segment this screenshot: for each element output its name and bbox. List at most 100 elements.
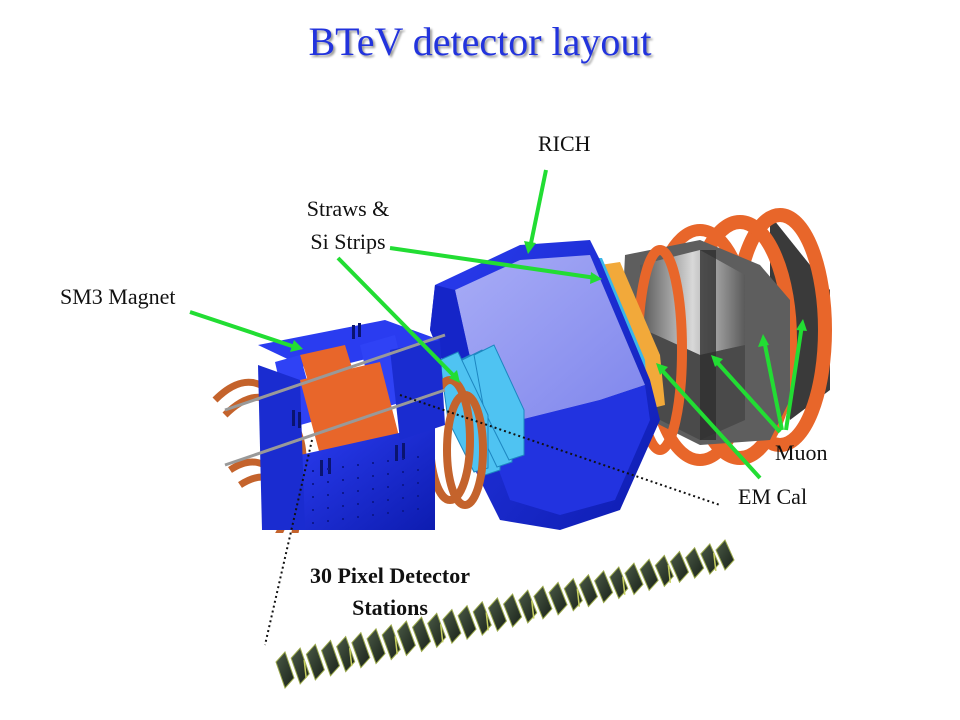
- magnet-grid-dot: [402, 471, 404, 473]
- pixel-station: [609, 566, 629, 600]
- pixel-station: [457, 604, 477, 641]
- magnet-grid-dot: [327, 481, 329, 483]
- magnet-grid-dot: [357, 464, 359, 466]
- magnet-grid-dot: [312, 509, 314, 511]
- pixel-detector-stations: [275, 539, 735, 689]
- label-sm3-magnet: SM3 Magnet: [60, 284, 176, 309]
- magnet-grid-dot: [327, 468, 329, 470]
- magnet-grid-dot: [312, 470, 314, 472]
- magnet-grid-dot: [327, 507, 329, 509]
- pixel-station: [563, 577, 583, 612]
- pixel-station-highlight: [713, 552, 717, 572]
- pixel-station: [654, 554, 674, 588]
- pixel-station-highlight: [348, 648, 353, 667]
- pixel-station: [669, 550, 690, 584]
- arrow-em-cal: [656, 363, 762, 480]
- magnet-grid-dot: [417, 495, 419, 497]
- magnet-grid-dot: [387, 486, 389, 488]
- pixel-station: [639, 558, 659, 592]
- pixel-station: [503, 593, 523, 628]
- magnet-grid-dot: [342, 518, 344, 520]
- magnet-grid-dot: [312, 522, 314, 524]
- pixel-station: [700, 542, 720, 575]
- label-pixel-line1: 30 Pixel Detector: [309, 563, 471, 588]
- magnet-grid-dot: [402, 458, 404, 460]
- label-em-cal: EM Cal: [738, 484, 808, 509]
- magnet-grid-dot: [372, 462, 374, 464]
- magnet-grid-dot: [387, 512, 389, 514]
- pixel-station-highlight: [485, 612, 489, 631]
- pixel-station-highlight: [303, 659, 307, 679]
- pixel-station: [442, 608, 462, 645]
- magnet-grid-dot: [327, 494, 329, 496]
- magnet-grid-dot: [387, 473, 389, 475]
- pointer-arrows: [189, 169, 807, 480]
- pixel-station: [594, 569, 614, 604]
- page-title: BTeV detector layout: [308, 19, 652, 64]
- pixel-station-highlight: [394, 636, 398, 655]
- pixel-station: [715, 539, 735, 571]
- magnet-grid-dot: [372, 501, 374, 503]
- pixel-station: [411, 616, 432, 653]
- magnet-grid-dot: [402, 497, 404, 499]
- pixel-station: [366, 627, 386, 665]
- magnet-grid-dot: [417, 469, 419, 471]
- pixel-station: [548, 581, 568, 616]
- magnet-grid-dot: [357, 490, 359, 492]
- magnet-grid-dot: [342, 479, 344, 481]
- sm3-magnet: [212, 320, 487, 557]
- magnet-grid-dot: [357, 516, 359, 518]
- pixel-station: [472, 600, 492, 637]
- pixel-station-highlight: [439, 624, 444, 643]
- arrow-straws: [336, 246, 602, 383]
- magnet-grid-dot: [342, 466, 344, 468]
- pixel-station: [320, 639, 341, 677]
- label-straws-line1: Straws &: [306, 196, 390, 221]
- arrow-sm3-magnet: [189, 310, 303, 352]
- pixel-station: [396, 620, 416, 657]
- pixel-station: [305, 643, 325, 681]
- pixel-station: [336, 635, 356, 673]
- magnet-grid-dot: [312, 496, 314, 498]
- magnet-grid-dot: [372, 475, 374, 477]
- magnet-grid-dot: [387, 499, 389, 501]
- pixel-station: [275, 651, 295, 689]
- magnet-grid-dot: [417, 508, 419, 510]
- pixel-station: [290, 647, 310, 685]
- magnet-grid-dot: [312, 483, 314, 485]
- magnet-grid-dot: [372, 488, 374, 490]
- pixel-station: [533, 585, 553, 620]
- pixel-station-highlight: [531, 600, 535, 619]
- pixel-station-highlight: [576, 588, 581, 607]
- label-pixel-line2: Stations: [352, 595, 428, 620]
- magnet-grid-dot: [387, 460, 389, 462]
- pixel-station-highlight: [622, 576, 626, 595]
- pixel-station: [624, 562, 644, 596]
- label-rich: RICH: [538, 131, 591, 156]
- pixel-station: [518, 589, 538, 624]
- magnet-grid-dot: [372, 514, 374, 516]
- pixel-station: [487, 596, 507, 632]
- magnet-grid-dot: [402, 484, 404, 486]
- label-muon: Muon: [775, 440, 828, 465]
- magnet-grid-dot: [417, 482, 419, 484]
- magnet-grid-dot: [357, 477, 359, 479]
- arrow-muon: [711, 319, 807, 434]
- magnet-grid-dot: [342, 492, 344, 494]
- magnet-grid-dot: [357, 503, 359, 505]
- arrow-rich: [524, 169, 548, 254]
- magnet-grid-dot: [402, 510, 404, 512]
- magnet-grid-dot: [327, 520, 329, 522]
- label-straws-line2: Si Strips: [310, 229, 386, 254]
- pixel-station: [351, 631, 371, 669]
- pixel-station: [427, 612, 447, 649]
- pixel-station: [685, 546, 705, 580]
- pixel-station-highlight: [667, 564, 672, 583]
- magnet-grid-dot: [417, 456, 419, 458]
- magnet-grid-dot: [342, 505, 344, 507]
- dotted-leaders: [264, 394, 721, 646]
- pixel-station: [381, 624, 401, 661]
- pixel-station: [578, 573, 599, 608]
